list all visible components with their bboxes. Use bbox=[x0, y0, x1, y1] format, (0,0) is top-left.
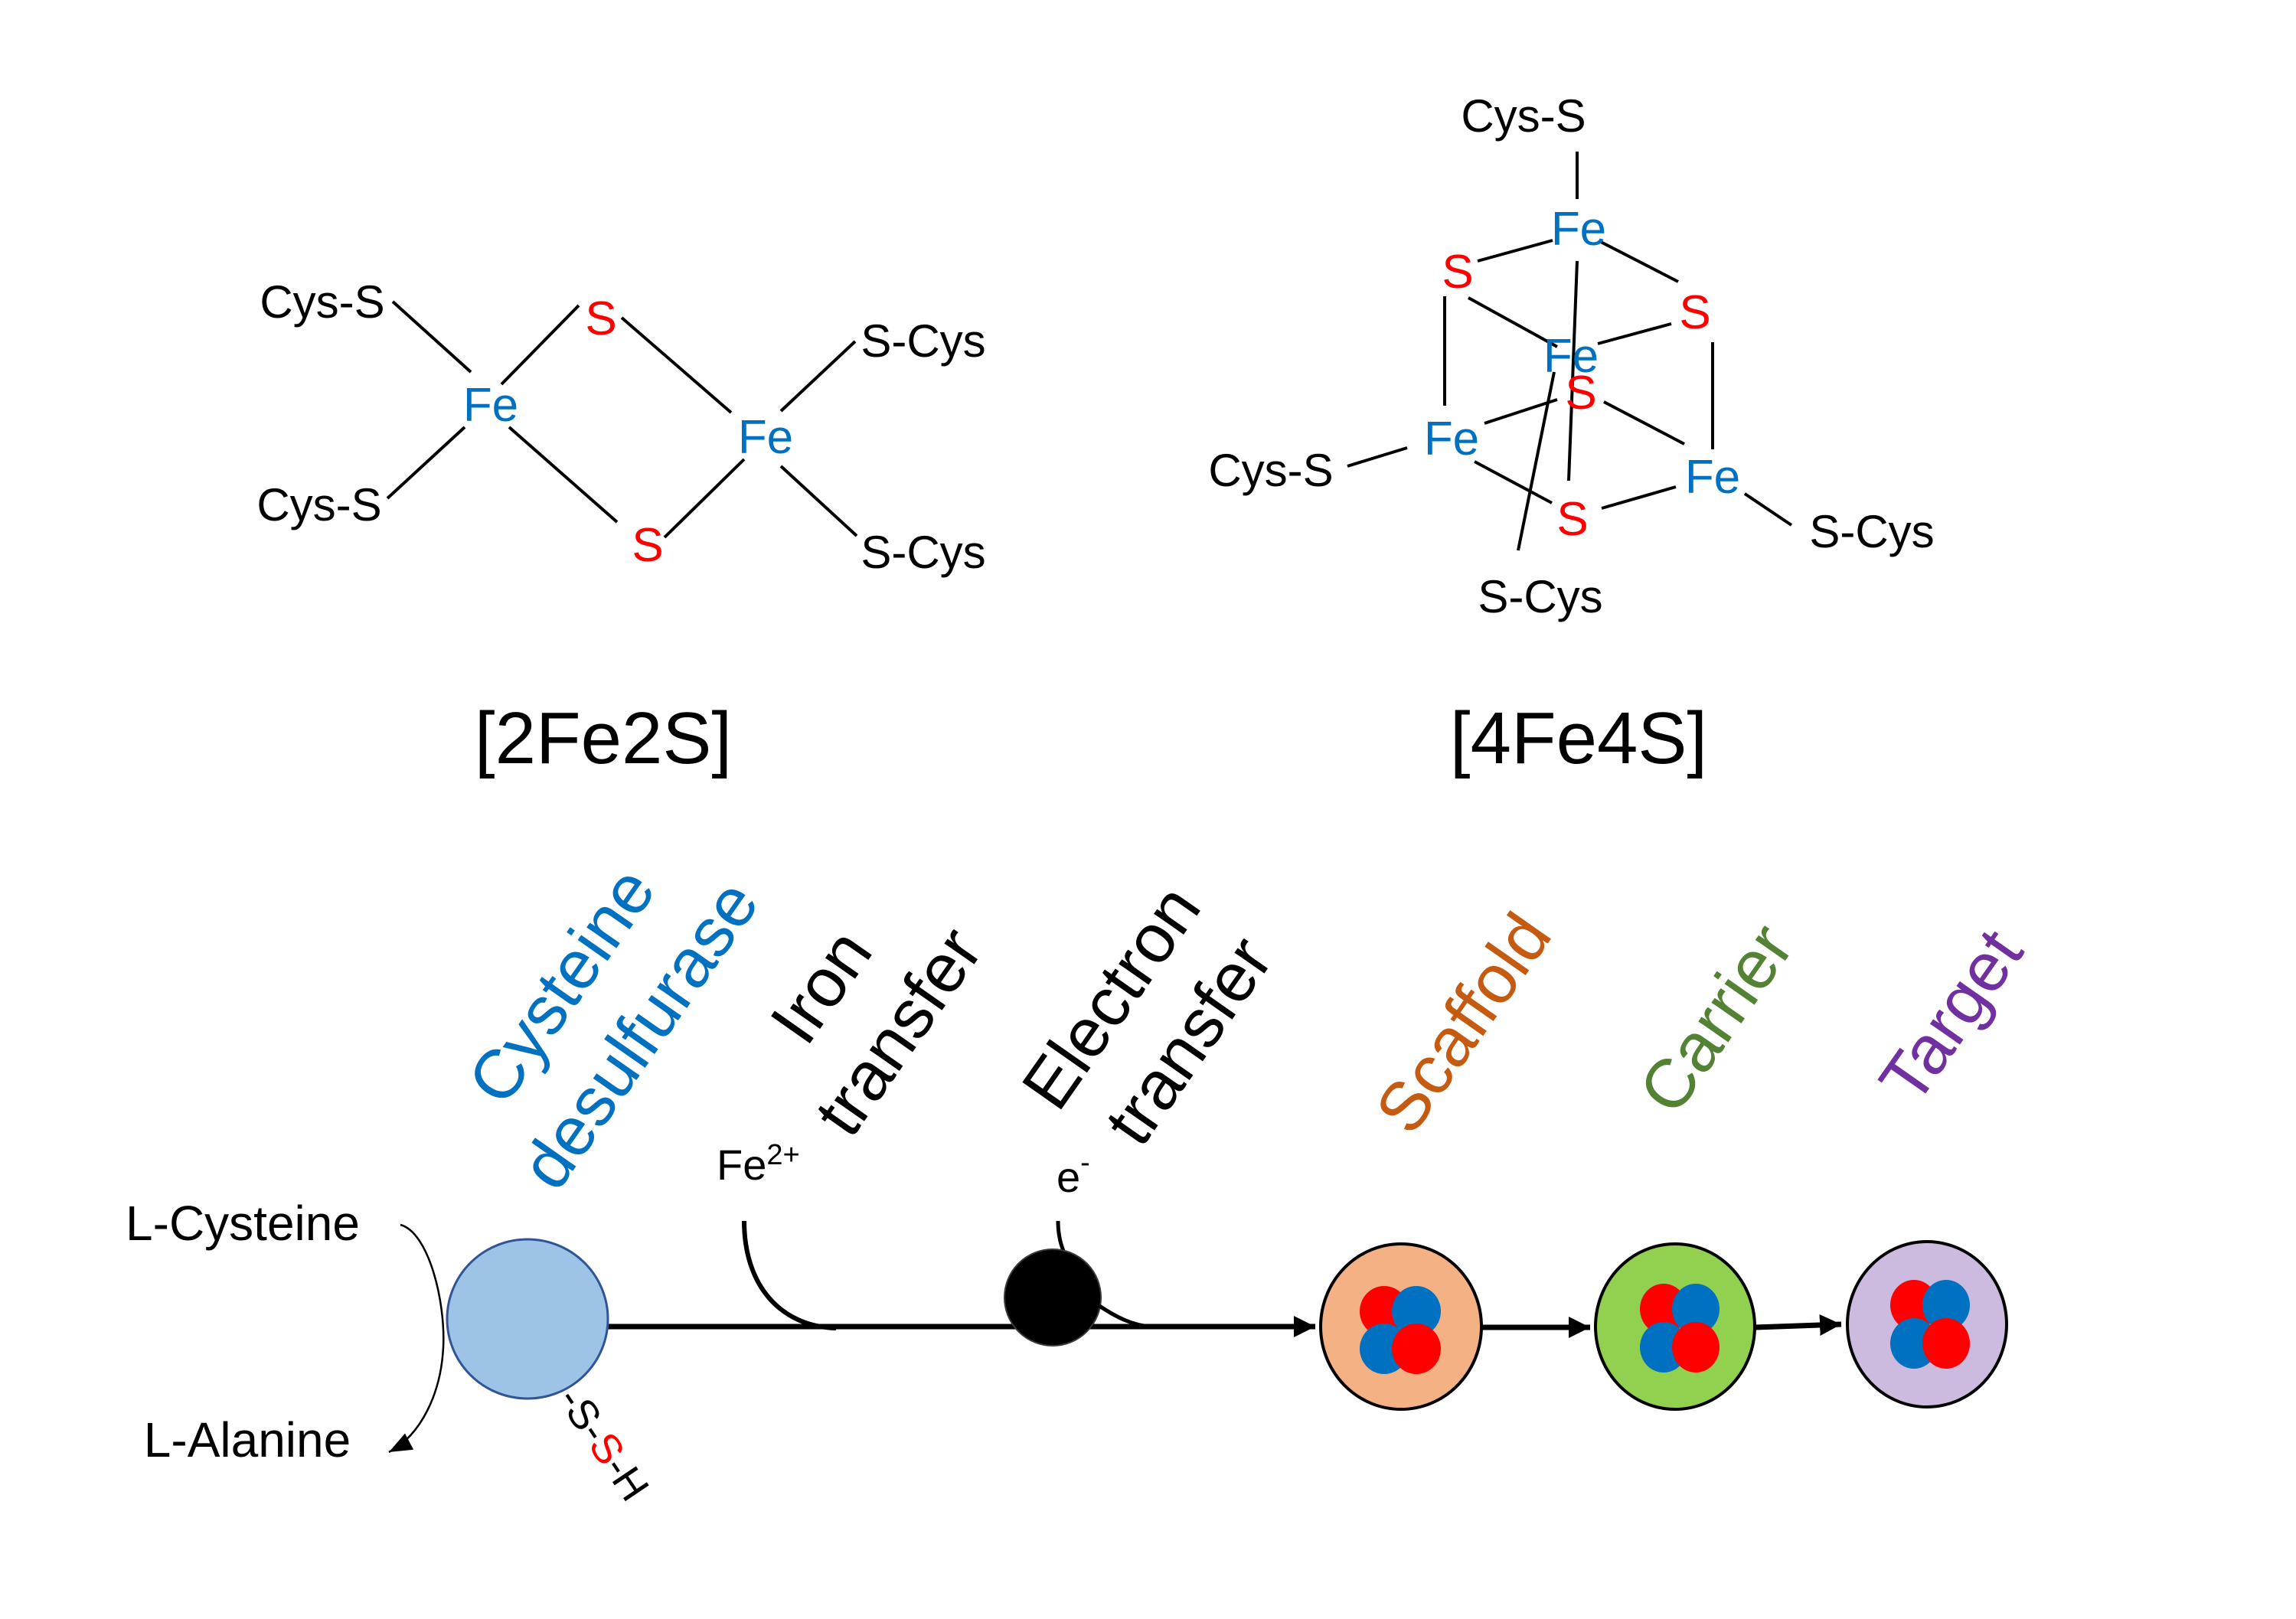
conversion-arrow bbox=[388, 1223, 445, 1454]
bond bbox=[1474, 460, 1553, 504]
scaffold-node bbox=[1319, 1242, 1483, 1411]
cluster-4fe4s-label: [4Fe4S] bbox=[1450, 697, 1707, 779]
iron-ion-charge: 2+ bbox=[766, 1139, 799, 1171]
carrier-node bbox=[1594, 1242, 1756, 1411]
cluster-4fe4s: Cys-S Cys-S S-Cys S-Cys Fe S S Fe S Fe F… bbox=[1208, 90, 1934, 779]
flow-arrow-carrier-to-target bbox=[1755, 1314, 1842, 1336]
electron-output-curve bbox=[1098, 1304, 1151, 1329]
bond bbox=[1743, 492, 1793, 527]
cluster-sulfur-icon bbox=[1392, 1324, 1441, 1374]
bond bbox=[1597, 322, 1672, 345]
bond bbox=[1599, 240, 1679, 283]
cluster-2fe2s-label: [2Fe2S] bbox=[475, 697, 732, 779]
bond bbox=[500, 304, 580, 386]
bond bbox=[1484, 398, 1558, 425]
atom-iron: Fe bbox=[1424, 413, 1479, 465]
atom-iron: Fe bbox=[463, 379, 518, 432]
electron-base: e bbox=[1057, 1153, 1080, 1201]
fe-s-cluster-icon bbox=[1890, 1280, 1970, 1369]
ligand-cys-s: Cys-S bbox=[256, 479, 381, 530]
electron-donor-node bbox=[1004, 1249, 1102, 1346]
ligand-cys-s: Cys-S bbox=[260, 276, 384, 328]
atom-iron: Fe bbox=[738, 411, 793, 464]
atom-sulfur: S bbox=[632, 519, 663, 572]
iron-input-curve bbox=[742, 1220, 837, 1330]
ligand-cys-s: Cys-S bbox=[1208, 445, 1333, 496]
ligand-cys-s: Cys-S bbox=[1461, 90, 1586, 142]
substrate-l-cysteine: L-Cysteine bbox=[126, 1196, 360, 1251]
cluster-iron-icon bbox=[1922, 1280, 1970, 1330]
atom-sulfur: S bbox=[1679, 286, 1710, 339]
cluster-sulfur-icon bbox=[1922, 1318, 1970, 1369]
bonds-4fe4s bbox=[1347, 152, 1793, 551]
bond bbox=[663, 458, 746, 539]
atom-iron: Fe bbox=[1543, 330, 1599, 383]
atom-sulfur: S bbox=[1442, 246, 1473, 299]
bond bbox=[1603, 400, 1685, 446]
bond bbox=[1601, 485, 1677, 510]
atom-iron: Fe bbox=[1551, 203, 1606, 256]
bond bbox=[1567, 260, 1579, 481]
electron-input-line bbox=[1056, 1220, 1066, 1252]
atom-iron: Fe bbox=[1685, 451, 1740, 504]
fe-s-cluster-icon bbox=[1360, 1286, 1441, 1374]
bond bbox=[779, 465, 858, 537]
ligand-s-cys: S-Cys bbox=[1809, 506, 1934, 557]
cluster-iron-icon bbox=[1672, 1284, 1720, 1334]
bonds-2fe2s bbox=[386, 300, 858, 539]
atom-sulfur: S bbox=[585, 292, 616, 345]
fe-s-cluster-icon bbox=[1640, 1284, 1720, 1373]
cluster-2fe2s: Cys-S Cys-S S-Cys S-Cys Fe Fe S S [2Fe2S… bbox=[256, 276, 985, 779]
atom-sulfur: S bbox=[1565, 367, 1596, 419]
ligand-s-cys: S-Cys bbox=[861, 315, 985, 367]
atom-sulfur: S bbox=[1556, 493, 1588, 546]
bond bbox=[1477, 239, 1553, 263]
electron-charge: - bbox=[1080, 1147, 1090, 1179]
bond bbox=[386, 426, 466, 500]
iron-ion-label: Fe2+ bbox=[717, 1139, 800, 1189]
cluster-iron-icon bbox=[1392, 1286, 1441, 1337]
product-l-alanine: L-Alanine bbox=[144, 1412, 351, 1467]
bond bbox=[1347, 446, 1408, 468]
bond bbox=[620, 316, 733, 414]
biogenesis-pathway: Cysteine desulfurase Iron transfer Elect… bbox=[126, 854, 2038, 1510]
target-node bbox=[1846, 1240, 2008, 1408]
iron-ion-base: Fe bbox=[717, 1141, 766, 1189]
electron-label: e- bbox=[1057, 1147, 1090, 1201]
bond bbox=[391, 300, 472, 374]
bond bbox=[779, 340, 857, 413]
bond bbox=[1468, 296, 1558, 348]
ligand-s-cys: S-Cys bbox=[1478, 571, 1602, 622]
cysteine-desulfurase-node bbox=[446, 1238, 609, 1400]
bond bbox=[508, 426, 619, 524]
cluster-sulfur-icon bbox=[1672, 1322, 1720, 1373]
ligand-s-cys: S-Cys bbox=[861, 527, 985, 578]
